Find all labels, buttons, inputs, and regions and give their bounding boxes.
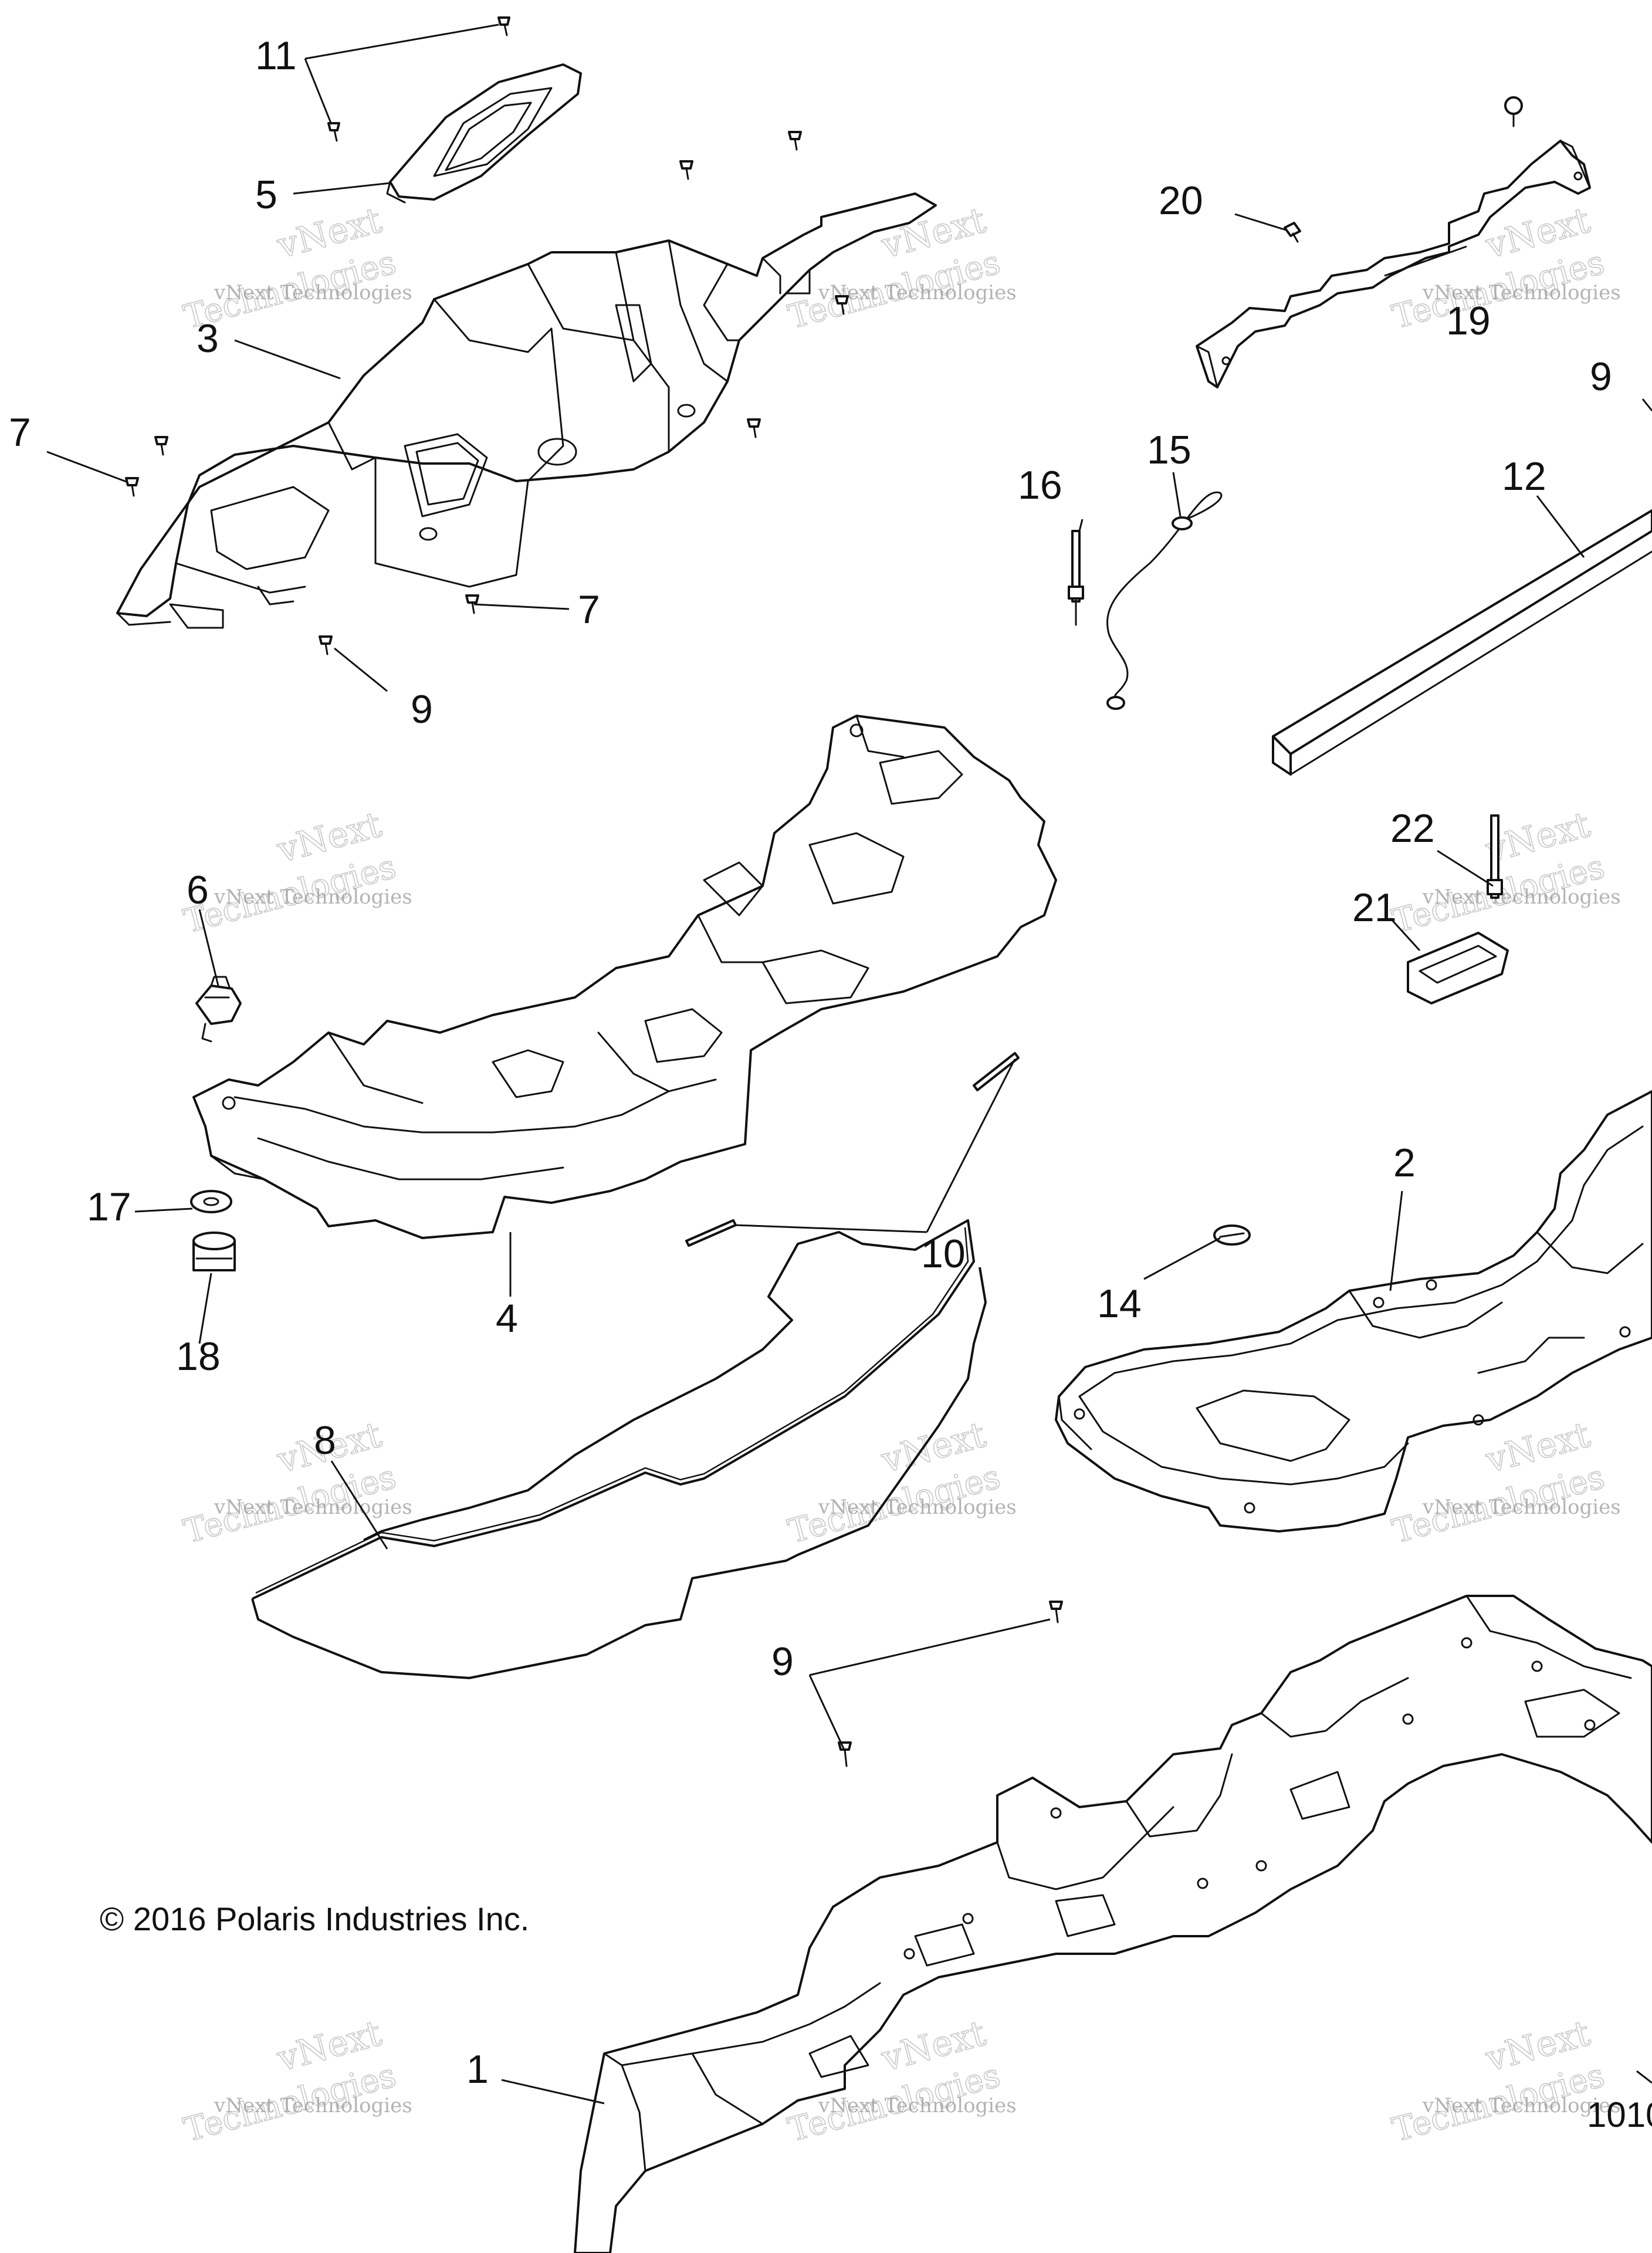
leader-lines: [46, 23, 1652, 2105]
svg-text:vNext Technologies: vNext Technologies: [1422, 885, 1621, 909]
svg-text:vNext Technologies: vNext Technologies: [1422, 1496, 1621, 1519]
watermark: vNext Technologies vNext Technologies: [784, 1414, 1017, 1552]
part-14-plug: [1213, 1224, 1251, 1246]
callout-8: 8: [314, 1418, 336, 1463]
screw-icon: [1049, 1601, 1063, 1623]
callout-10: 10: [921, 1232, 966, 1276]
callout-7: 7: [578, 587, 600, 632]
svg-text:vNext Technologies: vNext Technologies: [818, 281, 1017, 305]
part-21-grommet: [1407, 932, 1509, 1004]
part-22-pin: [1487, 814, 1503, 899]
part-5-bezel: [386, 63, 582, 204]
part-16-rod: [1068, 530, 1084, 626]
svg-text:vNext Technologies: vNext Technologies: [818, 1496, 1017, 1519]
callout-3: 3: [197, 316, 219, 361]
screw-icon: [747, 418, 761, 438]
callout-2: 2: [1393, 1141, 1416, 1185]
callout-9: 9: [1590, 354, 1612, 399]
watermark: vNext Technologies vNext Technologies: [180, 1414, 412, 1552]
screw-icon: [835, 295, 849, 315]
callout-5: 5: [255, 172, 277, 217]
callout-18: 18: [176, 1334, 221, 1379]
callout-11: 11: [255, 33, 297, 78]
part-19-bracket: [1196, 140, 1591, 388]
screw-icon: [327, 122, 340, 142]
push-rivet-icon: [1284, 222, 1301, 243]
svg-text:vNext Technologies: vNext Technologies: [1422, 281, 1621, 305]
callout-17: 17: [87, 1185, 131, 1229]
screw-icon: [319, 635, 333, 655]
figure-code: 1010: [1587, 2095, 1652, 2134]
screw-icon: [679, 160, 693, 180]
callout-19: 19: [1446, 299, 1491, 343]
screw-icon: [497, 16, 510, 36]
part-18-grommet: [192, 1232, 236, 1271]
callouts: 11 5 3 7 7 9 20 19 9 16 15 12 22 21 6 17…: [9, 33, 1612, 2092]
part-8-seal: [251, 1219, 987, 1679]
callout-9: 9: [411, 687, 433, 732]
callout-6: 6: [187, 868, 209, 912]
part-3-console-cover: [116, 192, 937, 629]
callout-22: 22: [1390, 806, 1435, 851]
part-15-cable: [1106, 491, 1223, 710]
watermark: vNext Technologies vNext Technologies: [1388, 199, 1621, 337]
callout-15: 15: [1147, 428, 1191, 472]
svg-text:vNext Technologies: vNext Technologies: [818, 2094, 1017, 2117]
part-2-tub: [1055, 1090, 1652, 1533]
svg-text:vNext Technologies: vNext Technologies: [214, 281, 412, 305]
part-6-fastener: [195, 976, 242, 1043]
callout-4: 4: [496, 1296, 518, 1341]
copyright-notice: © 2016 Polaris Industries Inc.: [100, 1900, 529, 1937]
part-12-channel-bar: [1272, 509, 1652, 776]
callout-16: 16: [1018, 463, 1062, 508]
part-10-pin: [685, 1219, 737, 1247]
part-17-washer: [190, 1190, 232, 1213]
svg-text:vNext Technologies: vNext Technologies: [214, 2094, 412, 2117]
part-10-pin: [973, 1052, 1020, 1091]
callout-20: 20: [1159, 178, 1203, 223]
watermark: vNext Technologies vNext Technologies: [1388, 2012, 1621, 2150]
screw-icon: [154, 436, 168, 456]
watermark: vNext Technologies vNext Technologies: [1388, 1414, 1621, 1552]
screw-icon: [465, 594, 479, 614]
watermark: vNext Technologies vNext Technologies: [180, 804, 412, 942]
push-rivet-icon: [1504, 96, 1523, 127]
svg-text:vNext Technologies: vNext Technologies: [214, 885, 412, 909]
callout-21: 21: [1352, 885, 1397, 930]
callout-1: 1: [466, 2047, 489, 2092]
screw-icon: [838, 1741, 852, 1767]
part-4-floor-panel: [192, 715, 1057, 1239]
callout-9: 9: [771, 1639, 794, 1684]
callout-12: 12: [1502, 454, 1546, 499]
watermark: vNext Technologies vNext Technologies: [180, 2012, 412, 2150]
screw-icon: [125, 477, 139, 497]
svg-text:vNext Technologies: vNext Technologies: [214, 1496, 412, 1519]
part-1-main-body: [574, 1595, 1652, 2253]
svg-text:vNext Technologies: vNext Technologies: [1422, 2094, 1621, 2117]
screw-icon: [788, 131, 802, 151]
callout-7: 7: [9, 410, 31, 455]
callout-14: 14: [1097, 1281, 1142, 1326]
